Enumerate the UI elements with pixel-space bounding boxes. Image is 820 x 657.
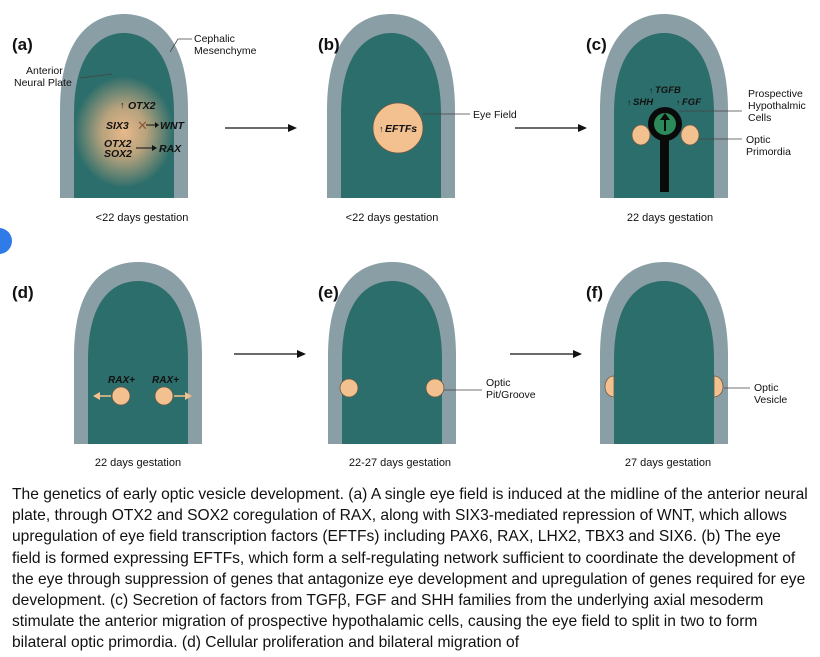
optic-pit-left: [339, 378, 359, 398]
optic-vesicle-right: [713, 375, 724, 398]
panel-b: ↑ EFTFs (b) Eye Field <22 days gestation: [318, 14, 517, 224]
optic-vesicle-left: [604, 375, 615, 398]
gene-rax-plus-right: RAX+: [152, 375, 179, 386]
figure-caption: The genetics of early optic vesicle deve…: [12, 486, 808, 652]
eye-field-left-d: [111, 386, 131, 406]
neural-plate-d: [88, 281, 188, 444]
gene-six3: SIX3: [106, 120, 129, 132]
optic-pit-right: [425, 378, 445, 398]
panel-label-d: (d): [12, 283, 34, 302]
gestation-label-c: 22 days gestation: [627, 212, 713, 224]
axial-mesoderm-stalk: [660, 130, 669, 192]
arrow-d-to-e: [234, 350, 306, 358]
migration-right-head: [185, 392, 192, 400]
pointer-cephalic: [169, 38, 192, 53]
gene-rax-plus-left: RAX+: [108, 375, 135, 386]
optic-primordium-left-c: [631, 124, 651, 146]
up-arrow-fgf: ↑: [676, 98, 680, 107]
eye-field-right-d: [154, 386, 174, 406]
arrow-e-to-f: [510, 350, 582, 358]
gestation-label-a: <22 days gestation: [96, 212, 189, 224]
panel-label-c: (c): [586, 35, 607, 54]
up-arrow-eftfs: ↑: [379, 124, 384, 134]
gene-otx2: OTX2: [128, 100, 156, 112]
gestation-label-f: 27 days gestation: [625, 457, 711, 469]
panel-label-a: (a): [12, 35, 33, 54]
gestation-label-d: 22 days gestation: [95, 457, 181, 469]
arrowhead-wnt: [155, 122, 159, 128]
panel-label-b: (b): [318, 35, 340, 54]
migration-left-head: [93, 392, 100, 400]
optic-primordium-right-c: [680, 124, 700, 146]
gene-fgf: FGF: [682, 97, 701, 108]
up-arrow-tgfb: ↑: [649, 86, 653, 95]
gene-wnt: WNT: [160, 120, 185, 132]
eye-field-glow-a: [74, 76, 174, 188]
up-arrow-otx2: ↑: [120, 100, 125, 110]
gene-rax: RAX: [159, 143, 182, 155]
neural-plate-f: [614, 281, 714, 444]
neural-plate-e: [342, 281, 442, 444]
scroll-indicator-dot[interactable]: [0, 228, 12, 254]
up-arrow-shh: ↑: [627, 98, 631, 107]
gestation-label-e: 22-27 days gestation: [349, 457, 451, 469]
panel-d: RAX+ RAX+ (d) 22 days gestation: [12, 262, 202, 469]
arrowhead-rax: [152, 145, 157, 151]
eye-field-b: [372, 102, 424, 154]
label-eye-field: Eye Field: [473, 109, 517, 121]
panel-label-e: (e): [318, 283, 339, 302]
repress-mark: ✕: [137, 118, 148, 133]
gene-tgfb: TGFB: [655, 85, 681, 96]
arrow-b-to-c: [515, 124, 587, 132]
panel-label-f: (f): [586, 283, 603, 302]
migration-arrowhead: [660, 113, 670, 120]
arrow-a-to-b: [225, 124, 297, 132]
gene-eftfs: EFTFs: [385, 123, 417, 135]
gene-shh: SHH: [633, 97, 654, 108]
pointer-anterior: [79, 73, 113, 79]
gestation-label-b: <22 days gestation: [346, 212, 439, 224]
